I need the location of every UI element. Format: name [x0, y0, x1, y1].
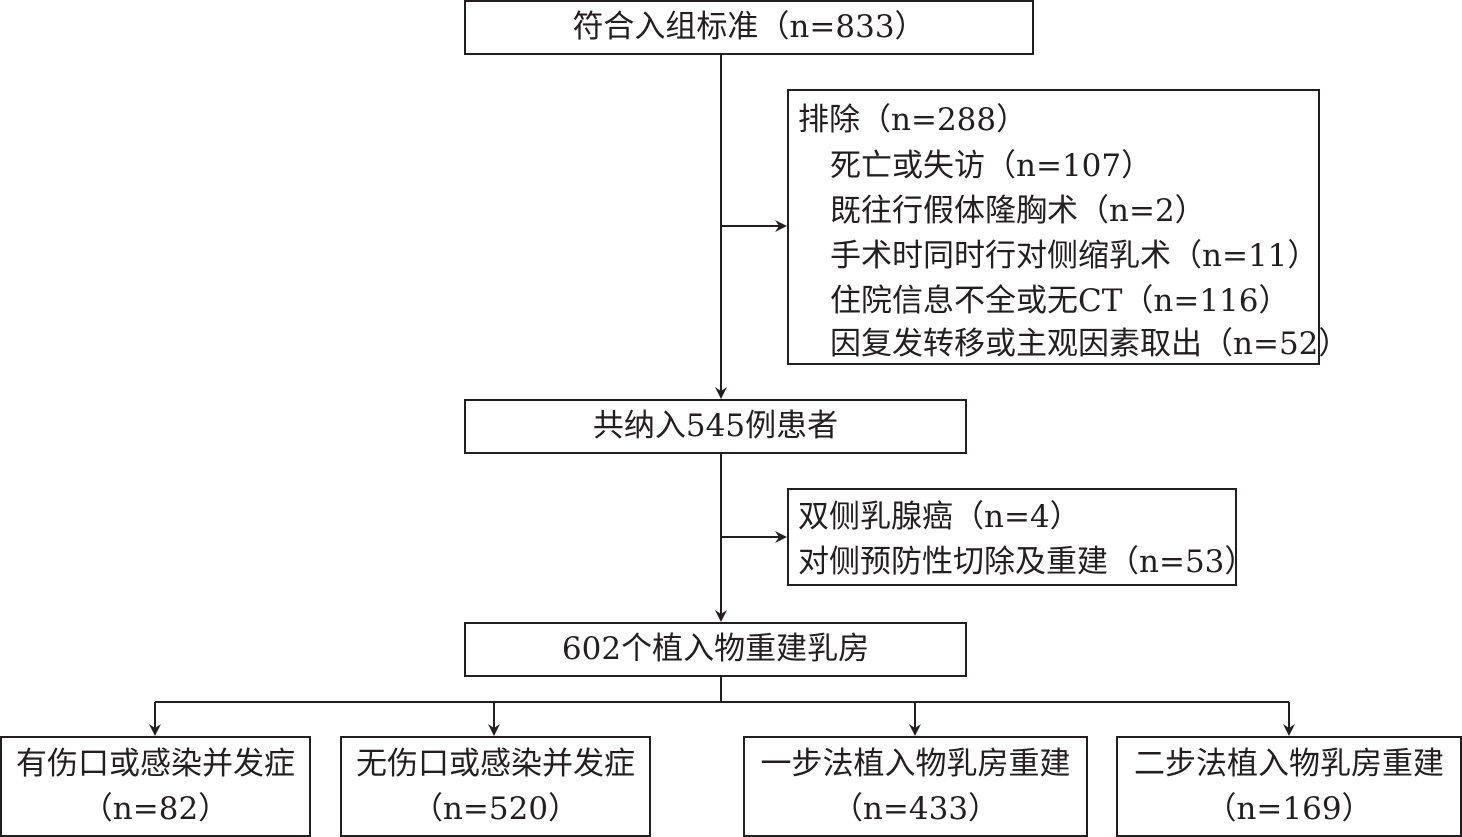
outcome-count: （n=433） [831, 790, 1000, 827]
exclusion-box-1: 排除（n=288） 死亡或失访（n=107） 既往行假体隆胸术（n=2） 手术时… [787, 89, 1349, 365]
outcome-box-no-complication: 无伤口或感染并发症 （n=520） [340, 736, 651, 837]
middle-box-text: 共纳入545例患者 [592, 408, 839, 444]
breast-count-text: 602个植入物重建乳房 [561, 631, 870, 667]
exclusion-2-item: 对侧预防性切除及重建（n=53） [798, 544, 1256, 580]
exclusion-1-item: 既往行假体隆胸术（n=2） [830, 193, 1206, 229]
outcome-box-two-stage: 二步法植入物乳房重建 （n=169） [1116, 736, 1462, 837]
top-box-text: 符合入组标准（n=833） [572, 9, 926, 45]
outcome-label: 有伤口或感染并发症 [16, 745, 295, 782]
exclusion-1-item: 因复发转移或主观因素取出（n=52） [830, 326, 1350, 362]
exclusion-2-item: 双侧乳腺癌（n=4） [798, 499, 1081, 535]
outcome-label: 二步法植入物乳房重建 [1134, 745, 1444, 782]
outcome-label: 一步法植入物乳房重建 [760, 745, 1071, 782]
middle-box-enrolled: 共纳入545例患者 [464, 399, 967, 454]
exclusion-1-item: 手术时同时行对侧缩乳术（n=11） [830, 238, 1319, 274]
outcome-box-complication: 有伤口或感染并发症 （n=82） [0, 736, 311, 837]
exclusion-box-2: 双侧乳腺癌（n=4） 对侧预防性切除及重建（n=53） [787, 488, 1255, 586]
outcome-count: （n=169） [1205, 790, 1373, 827]
outcome-count: （n=520） [411, 790, 580, 827]
top-box-eligible: 符合入组标准（n=833） [464, 0, 1034, 55]
exclusion-1-item: 住院信息不全或无CT（n=116） [830, 283, 1290, 319]
outcome-count: （n=82） [81, 790, 230, 827]
breast-count-box: 602个植入物重建乳房 [464, 622, 967, 677]
outcome-label: 无伤口或感染并发症 [356, 745, 635, 782]
exclusion-1-item: 死亡或失访（n=107） [830, 148, 1153, 184]
exclusion-1-title: 排除（n=288） [798, 102, 1028, 138]
outcome-box-one-stage: 一步法植入物乳房重建 （n=433） [743, 736, 1088, 837]
